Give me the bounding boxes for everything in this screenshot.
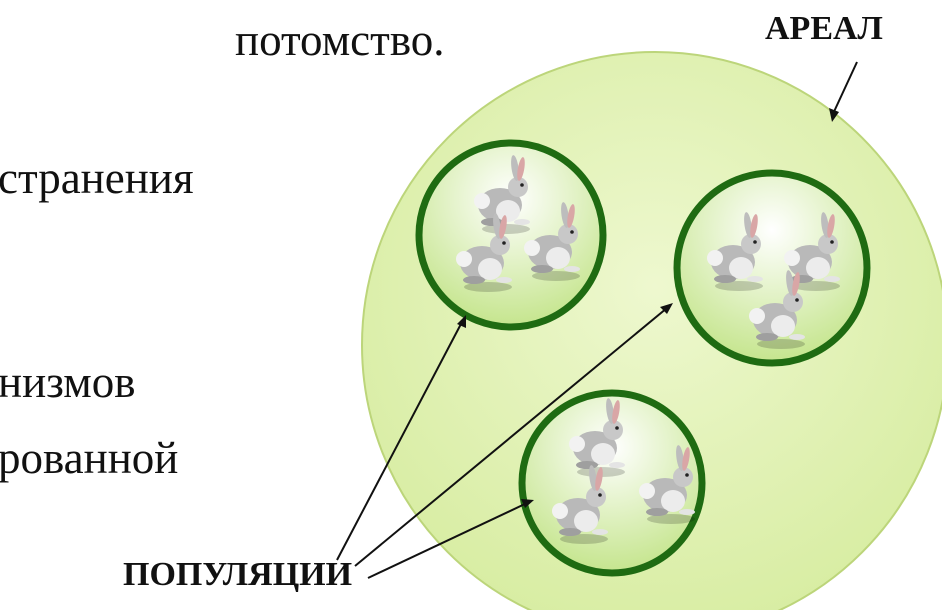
areal-pointer <box>831 61 858 117</box>
text-line-1: потомство. <box>235 15 445 65</box>
population-2 <box>673 169 871 367</box>
population-ring <box>673 169 871 367</box>
populations-label: ПОПУЛЯЦИИ <box>123 556 353 593</box>
text-line-2: странения <box>0 153 194 203</box>
areal-label: АРЕАЛ <box>765 10 883 47</box>
population-arrows <box>336 303 673 579</box>
population-3 <box>518 389 706 577</box>
text-line-3: низмов <box>0 357 136 407</box>
arrow-head-icon <box>829 108 839 122</box>
text-line-4: рованной <box>0 433 179 483</box>
population-1 <box>415 139 607 331</box>
